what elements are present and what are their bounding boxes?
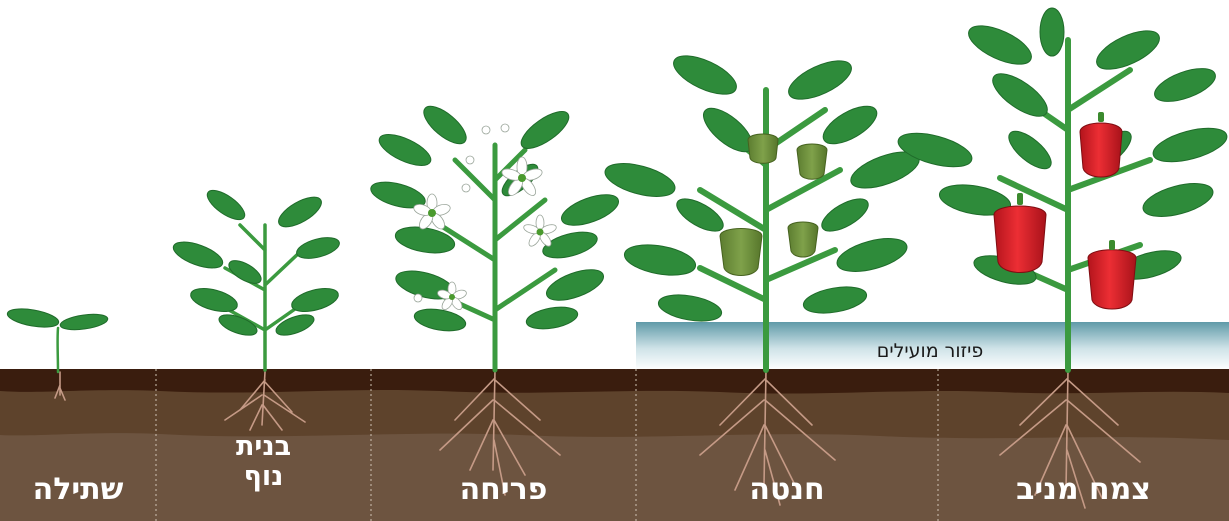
green-pepper (788, 222, 818, 257)
green-pepper (797, 144, 827, 179)
flower-bud (462, 184, 470, 192)
stage-label-canopy-building: בנית נוף (156, 432, 371, 492)
stage-label-fruit-set: חנטה (636, 474, 938, 506)
leaves (6, 8, 1229, 339)
stage-label-flowering: פריחה (371, 474, 636, 506)
red-pepper (994, 206, 1046, 273)
stage-label-canopy-line2: נוף (156, 462, 371, 492)
flower-bud (501, 124, 509, 132)
stage-label-productive-plant: צמח מניב (938, 474, 1229, 506)
red-pepper (1088, 250, 1136, 309)
stage-label-planting: שתילה (0, 474, 156, 506)
flower-bud (414, 294, 422, 302)
green-pepper (720, 229, 762, 276)
pollinator-zone-label: פיזור מועילים (780, 340, 1080, 362)
stage-label-canopy-line1: בנית (156, 432, 371, 462)
red-pepper (1080, 123, 1122, 177)
green-pepper (748, 134, 778, 163)
flower-bud (466, 156, 474, 164)
flower-bud (482, 126, 490, 134)
